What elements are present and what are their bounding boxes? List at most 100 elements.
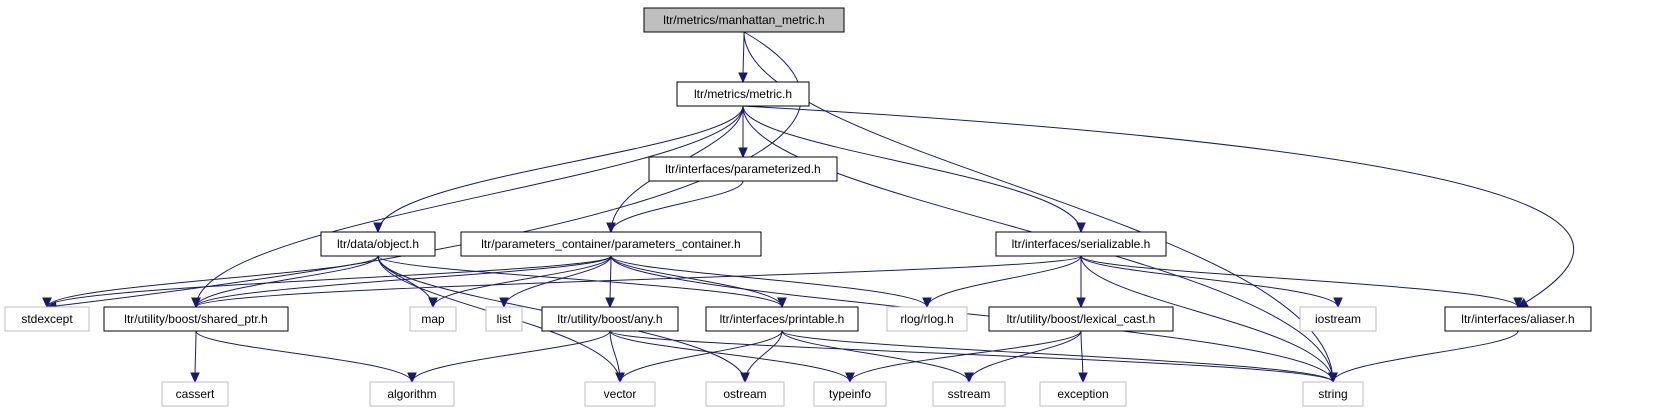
- edges-layer: [42, 31, 1575, 384]
- node-box: [1039, 381, 1127, 407]
- edge-line: [377, 255, 783, 308]
- edge-serializable-to-rlog: [922, 255, 1082, 309]
- node-manhattan[interactable]: ltr/metrics/manhattan_metric.h: [643, 7, 845, 33]
- node-label: rlog/rlog.h: [900, 312, 953, 326]
- node-box: [705, 381, 785, 407]
- node-shared_ptr[interactable]: ltr/utility/boost/shared_ptr.h: [103, 306, 289, 332]
- node-label: typeinfo: [829, 387, 871, 401]
- node-label: ostream: [723, 387, 766, 401]
- edge-serializable-to-shared_ptr: [191, 255, 1082, 309]
- edge-line: [609, 330, 1334, 383]
- node-label: ltr/interfaces/parameterized.h: [665, 162, 820, 176]
- node-label: ltr/interfaces/printable.h: [720, 312, 845, 326]
- edge-arrowhead: [191, 297, 201, 309]
- edge-serializable-to-iostream: [1080, 255, 1343, 309]
- node-parameterized[interactable]: ltr/interfaces/parameterized.h: [648, 156, 838, 182]
- node-box: [813, 381, 887, 407]
- node-lexical_cast[interactable]: ltr/utility/boost/lexical_cast.h: [988, 306, 1174, 332]
- edge-arrowhead: [1333, 297, 1343, 309]
- edge-arrowhead: [606, 222, 616, 234]
- edge-arrowhead: [1513, 297, 1523, 309]
- node-any[interactable]: ltr/utility/boost/any.h: [541, 306, 679, 332]
- node-box: [676, 81, 810, 107]
- edge-line: [610, 255, 783, 308]
- edge-line: [609, 330, 851, 383]
- edge-arrowhead: [777, 297, 787, 309]
- edge-line: [1332, 330, 1519, 383]
- node-box: [460, 231, 762, 257]
- node-box: [995, 231, 1167, 257]
- node-box: [369, 381, 455, 407]
- node-box: [988, 306, 1174, 332]
- edge-object-to-map: [377, 255, 438, 309]
- edge-line: [1080, 255, 1334, 383]
- edge-arrowhead: [1078, 372, 1088, 384]
- node-serializable[interactable]: ltr/interfaces/serializable.h: [995, 231, 1167, 257]
- node-label: iostream: [1315, 312, 1361, 326]
- node-rlog: rlog/rlog.h: [886, 306, 968, 332]
- edge-arrowhead: [42, 297, 52, 309]
- edge-arrowhead: [964, 372, 974, 384]
- edge-arrowhead: [845, 372, 855, 384]
- node-label: ltr/metrics/metric.h: [694, 87, 792, 101]
- edge-line: [619, 330, 783, 383]
- node-label: string: [1318, 387, 1347, 401]
- edge-shared_ptr-to-algorithm: [195, 330, 417, 384]
- edge-arrowhead: [1516, 298, 1529, 308]
- node-box: [648, 156, 838, 182]
- edge-arrowhead: [740, 372, 750, 384]
- edge-serializable-to-aliaser: [1080, 255, 1523, 309]
- edge-line: [377, 105, 744, 233]
- nodes-layer: ltr/metrics/manhattan_metric.h ltr/metric…: [4, 7, 1592, 407]
- edge-line: [610, 255, 928, 308]
- node-box: [161, 381, 229, 407]
- node-aliaser[interactable]: ltr/interfaces/aliaser.h: [1444, 306, 1592, 332]
- node-box: [320, 231, 436, 257]
- node-printable[interactable]: ltr/interfaces/printable.h: [705, 306, 859, 332]
- node-label: sstream: [948, 387, 991, 401]
- node-vector: vector: [584, 381, 656, 407]
- edge-line: [781, 330, 970, 383]
- node-box: [886, 306, 968, 332]
- node-label: cassert: [176, 387, 215, 401]
- edge-line: [744, 330, 783, 383]
- edge-metric-to-aliaser: [742, 105, 1575, 308]
- edge-line: [781, 330, 1334, 383]
- edge-params_container-to-rlog: [610, 255, 932, 309]
- node-label: ltr/utility/boost/shared_ptr.h: [124, 312, 267, 326]
- node-box: [584, 381, 656, 407]
- edge-line: [968, 330, 1082, 383]
- edge-line: [411, 330, 611, 383]
- edge-line: [46, 255, 612, 308]
- edge-arrowhead: [407, 372, 417, 384]
- node-algorithm: algorithm: [369, 381, 455, 407]
- node-label: ltr/data/object.h: [337, 237, 419, 251]
- edge-line: [195, 105, 744, 308]
- node-box: [643, 7, 845, 33]
- node-box: [932, 381, 1006, 407]
- node-iostream: iostream: [1299, 306, 1377, 332]
- edge-arrowhead: [499, 297, 509, 309]
- node-cassert: cassert: [161, 381, 229, 407]
- node-metric[interactable]: ltr/metrics/metric.h: [676, 81, 810, 107]
- node-box: [409, 306, 457, 332]
- node-stdexcept: stdexcept: [4, 306, 90, 332]
- node-label: vector: [604, 387, 637, 401]
- edge-arrowhead: [1076, 297, 1086, 309]
- node-params_container[interactable]: ltr/parameters_container/parameters_cont…: [460, 231, 762, 257]
- edge-printable-to-vector: [615, 330, 783, 384]
- edge-line: [1080, 255, 1519, 308]
- node-box: [4, 306, 90, 332]
- node-object[interactable]: ltr/data/object.h: [320, 231, 436, 257]
- node-box: [705, 306, 859, 332]
- edge-any-to-algorithm: [407, 330, 611, 384]
- node-box: [485, 306, 523, 332]
- edge-lexical_cast-to-typeinfo: [845, 330, 1082, 384]
- node-list: list: [485, 306, 523, 332]
- edge-object-to-shared_ptr: [191, 255, 379, 309]
- node-box: [1444, 306, 1592, 332]
- edge-printable-to-ostream: [740, 330, 783, 384]
- edge-arrowhead: [738, 147, 748, 159]
- node-ostream: ostream: [705, 381, 785, 407]
- edge-params_container-to-printable: [610, 255, 787, 309]
